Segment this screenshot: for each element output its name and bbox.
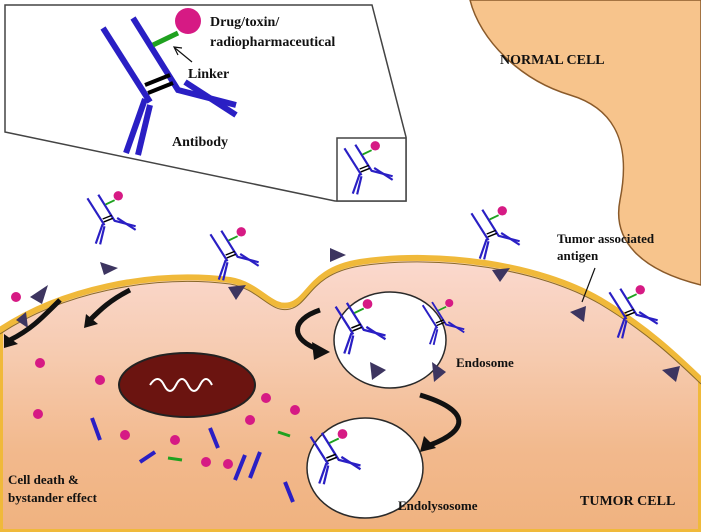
antibody-fragments: [90, 417, 295, 503]
arrowhead-icon: [312, 342, 330, 360]
membrane-inner-line: [0, 261, 701, 385]
antigen-icon: [100, 262, 118, 275]
dna-squiggle: [149, 378, 213, 392]
antigen-icon: [432, 362, 446, 382]
cell-death-label-2: bystander effect: [8, 490, 98, 505]
antigen-icon: [30, 285, 48, 304]
antibody-bound-icon: [470, 204, 521, 261]
lysosome-fusion-arrow: [419, 392, 462, 448]
endosome-label: Endosome: [456, 355, 514, 370]
linker-arrow: [174, 47, 193, 63]
antigen-icon: [662, 366, 680, 382]
normal-cell-label: NORMAL CELL: [500, 53, 605, 68]
antigen-label-2: antigen: [557, 248, 599, 263]
antigen-icon: [492, 268, 510, 282]
endosome: [333, 291, 447, 389]
normal-cell: [469, 0, 701, 286]
antigen-icon: [16, 312, 28, 328]
antigen-icon: [370, 362, 386, 380]
linker-fragments: [167, 430, 291, 462]
antibody-label: Antibody: [172, 135, 228, 150]
antigen-icon: [330, 248, 346, 262]
release-arrow: [8, 298, 62, 343]
release-arrow: [88, 287, 132, 322]
endolysosome: [306, 417, 424, 519]
antibody-bound-icon: [209, 225, 260, 282]
antigen-arrow: [581, 267, 596, 303]
drug-dot: [11, 292, 21, 302]
endolysosome-label: Endolysosome: [398, 498, 478, 513]
tumor-cell: [0, 254, 701, 532]
arrowhead-icon: [420, 436, 436, 452]
antigen-label-1: Tumor associated: [557, 231, 655, 246]
arrowhead-icon: [84, 314, 98, 328]
antigen-icon: [570, 306, 586, 322]
linker-arrowhead: [172, 46, 183, 56]
drug-label-1: Drug/toxin/: [210, 15, 280, 30]
released-drugs: [33, 358, 300, 469]
antibody-bound-icon: [86, 189, 137, 246]
antigens: [16, 248, 680, 382]
cell-death-label-1: Cell death &: [8, 472, 79, 487]
internalization-arrow: [295, 307, 321, 353]
process-arrows: [8, 287, 462, 448]
arrowhead-icon: [4, 334, 18, 348]
drug-label-2: radiopharmaceutical: [210, 35, 335, 50]
linker-label: Linker: [188, 67, 229, 82]
tumor-cell-label: TUMOR CELL: [580, 494, 675, 509]
antigen-icon: [228, 285, 246, 300]
